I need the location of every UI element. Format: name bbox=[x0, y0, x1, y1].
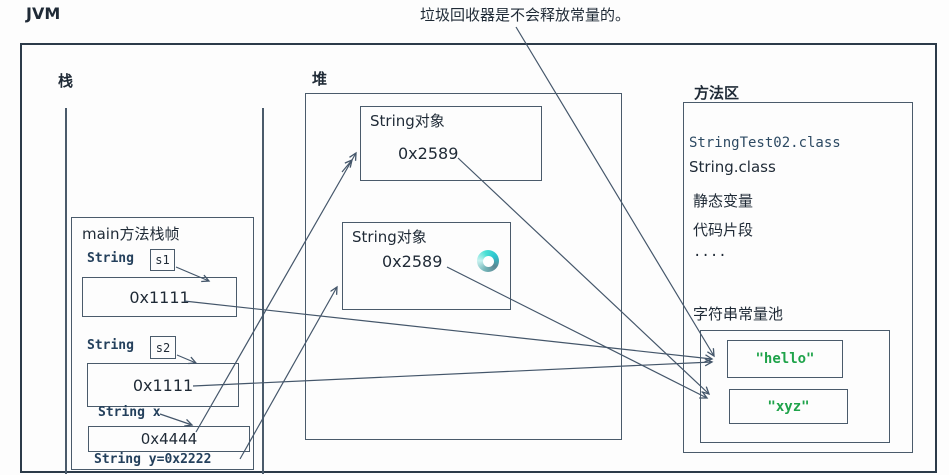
constant-xyz-box: "xyz" bbox=[729, 389, 848, 424]
busy-ring-icon bbox=[477, 250, 499, 272]
stack-right-border bbox=[262, 108, 264, 474]
var-x-label: String x bbox=[98, 405, 161, 420]
string-constant-pool-label: 字符串常量池 bbox=[693, 305, 784, 323]
method-area-entry-static-vars: 静态变量 bbox=[693, 192, 754, 210]
heap-region-label: 堆 bbox=[312, 70, 328, 88]
stack-region-label: 栈 bbox=[58, 72, 74, 90]
jvm-boundary-box bbox=[20, 43, 937, 473]
method-area-entry-stringtest02: StringTest02.class bbox=[689, 135, 841, 151]
method-area-entry-code-segment: 代码片段 bbox=[693, 221, 754, 239]
var-x-value-box: 0x4444 bbox=[88, 426, 250, 452]
heap-string-object2-title: String对象 bbox=[352, 228, 427, 246]
method-area-label: 方法区 bbox=[694, 84, 740, 102]
method-area-entry-stringclass: String.class bbox=[689, 158, 776, 176]
diagram-title: JVM bbox=[26, 4, 61, 23]
var-s2-name-box: s2 bbox=[150, 336, 176, 359]
var-s1-name-box: s1 bbox=[150, 249, 175, 271]
main-stack-frame-title: main方法栈帧 bbox=[82, 225, 180, 243]
var-y-label: String y=0x2222 bbox=[94, 452, 212, 467]
var-s1-value-box: 0x1111 bbox=[82, 277, 237, 317]
constant-hello-box: "hello" bbox=[727, 340, 843, 378]
busy-ring-icon-hole bbox=[482, 255, 494, 267]
stack-left-border bbox=[65, 108, 67, 474]
var-s1-type-label: String bbox=[87, 251, 134, 266]
gc-annotation-text: 垃圾回收器是不会释放常量的。 bbox=[420, 6, 631, 24]
var-s2-value-box: 0x1111 bbox=[87, 363, 239, 407]
method-area-entry-ellipsis: .... bbox=[693, 244, 727, 260]
heap-string-object1-title: String对象 bbox=[370, 112, 445, 130]
var-s2-type-label: String bbox=[87, 338, 134, 353]
heap-string-object1-value: 0x2589 bbox=[398, 144, 459, 163]
heap-string-object2-value: 0x2589 bbox=[382, 252, 443, 271]
